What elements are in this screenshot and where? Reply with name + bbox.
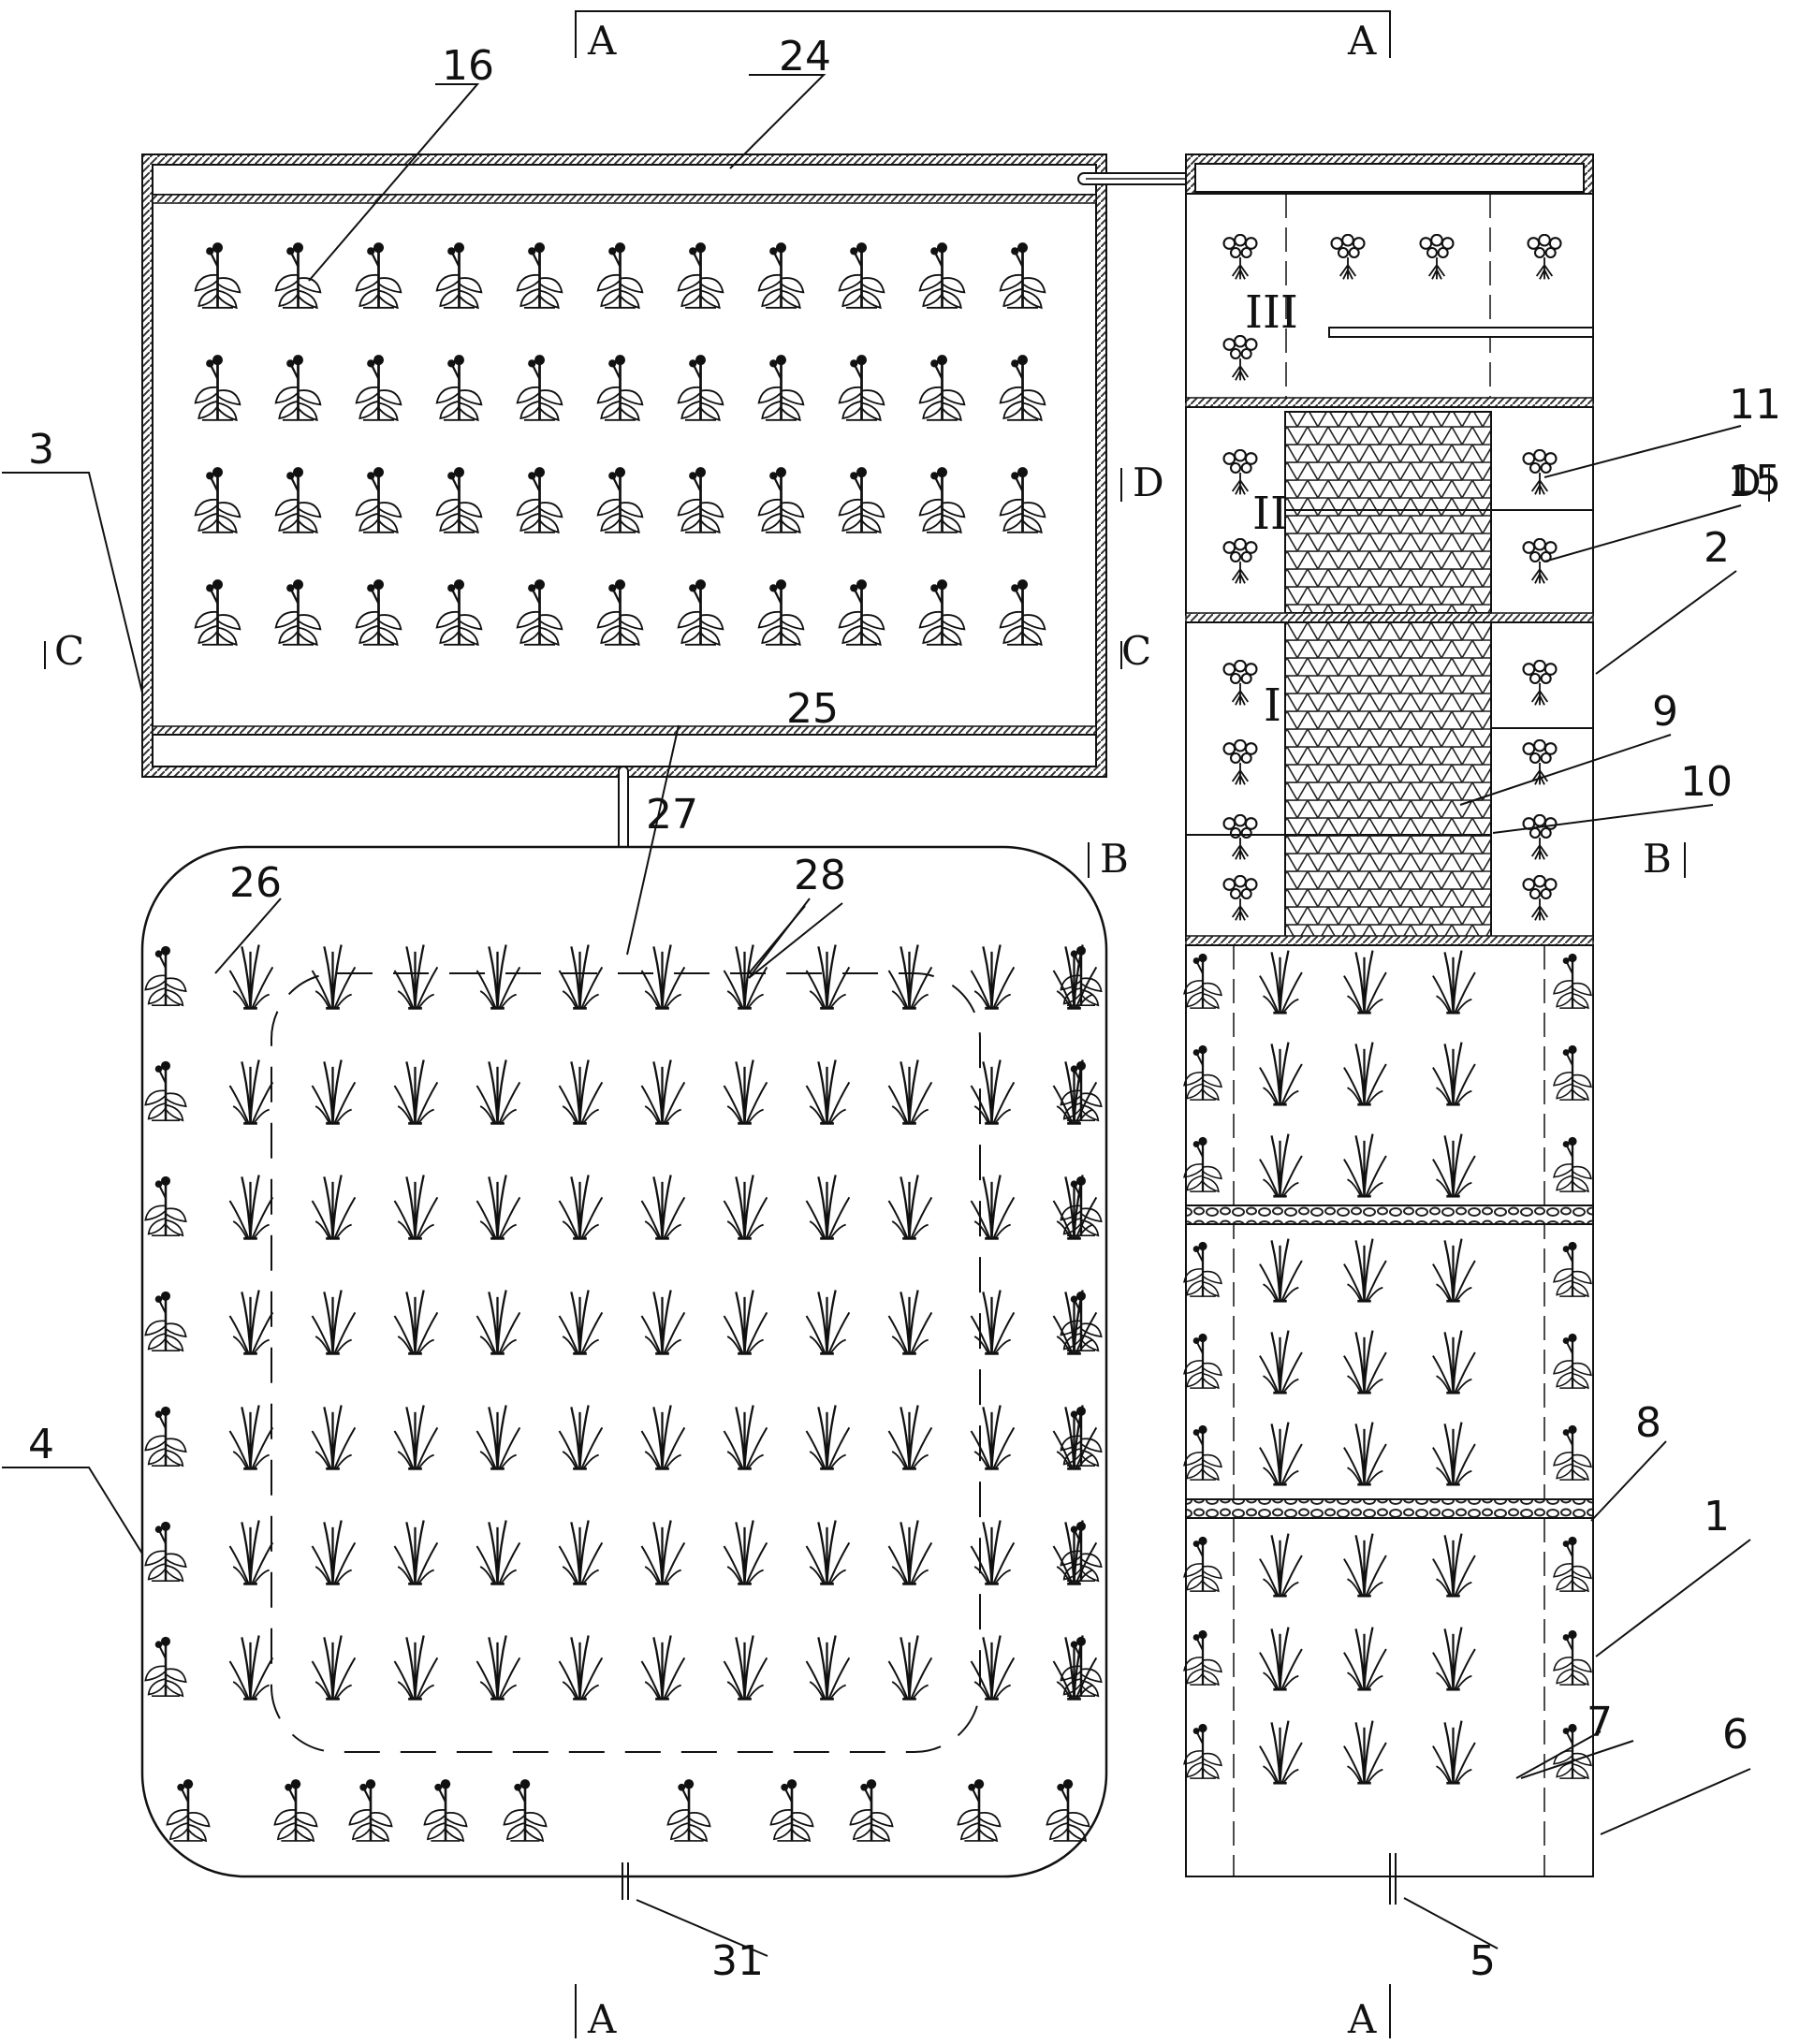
gravel-layer-8 (1185, 1498, 1594, 1519)
stage-I-label: I (1264, 679, 1281, 732)
label-6: 6 (1722, 1711, 1748, 1759)
gravel-layer (1185, 1204, 1594, 1225)
filter-media-9 (1284, 621, 1492, 939)
section-A-bottom-right: A (1347, 1996, 1377, 2042)
label-3: 3 (28, 426, 54, 474)
bottom-channel-25 (152, 734, 1097, 767)
label-16: 16 (442, 42, 494, 90)
section-A-top-right: A (1347, 18, 1377, 64)
label-31: 31 (711, 1937, 764, 1985)
wetland-1 (1185, 944, 1594, 1877)
section-A-bottom-left: A (587, 1996, 617, 2042)
label-15: 15 (1729, 457, 1781, 504)
label-11: 11 (1729, 381, 1781, 429)
section-mark-letters: A A A A C C D D B B (54, 18, 1762, 2042)
label-1: 1 (1704, 1493, 1730, 1540)
label-10: 10 (1680, 758, 1733, 806)
leader-lines (2, 74, 1751, 1957)
section-C-right: C (1121, 628, 1151, 674)
section-B-left: B (1100, 836, 1129, 882)
stage-II-label: II (1252, 488, 1288, 540)
label-4: 4 (28, 1421, 54, 1468)
label-24: 24 (779, 33, 831, 80)
section-D-left: D (1133, 460, 1164, 505)
label-5: 5 (1470, 1937, 1496, 1985)
stage-III-label: III (1245, 286, 1298, 339)
top-channel-24 (152, 164, 1097, 196)
section-marks (44, 10, 1770, 2038)
label-25: 25 (786, 685, 839, 733)
label-7: 7 (1587, 1699, 1613, 1746)
label-26: 26 (229, 859, 282, 907)
label-9: 9 (1652, 688, 1678, 736)
section-A-top-left: A (587, 18, 617, 64)
part-labels: 16 24 3 25 27 28 26 4 31 5 7 6 1 8 11 15… (28, 33, 1781, 1985)
section-D-right: D (1730, 460, 1762, 505)
section-B-right: B (1643, 836, 1672, 882)
label-28: 28 (794, 852, 846, 899)
label-2: 2 (1704, 524, 1730, 572)
pond-4 (140, 845, 1108, 1900)
label-8: 8 (1635, 1399, 1661, 1447)
tank-3 (141, 153, 1107, 778)
label-27: 27 (646, 791, 698, 839)
filter-media-15 (1284, 411, 1492, 614)
section-C-left: C (54, 628, 84, 674)
column-2-1 (1182, 153, 1594, 1905)
